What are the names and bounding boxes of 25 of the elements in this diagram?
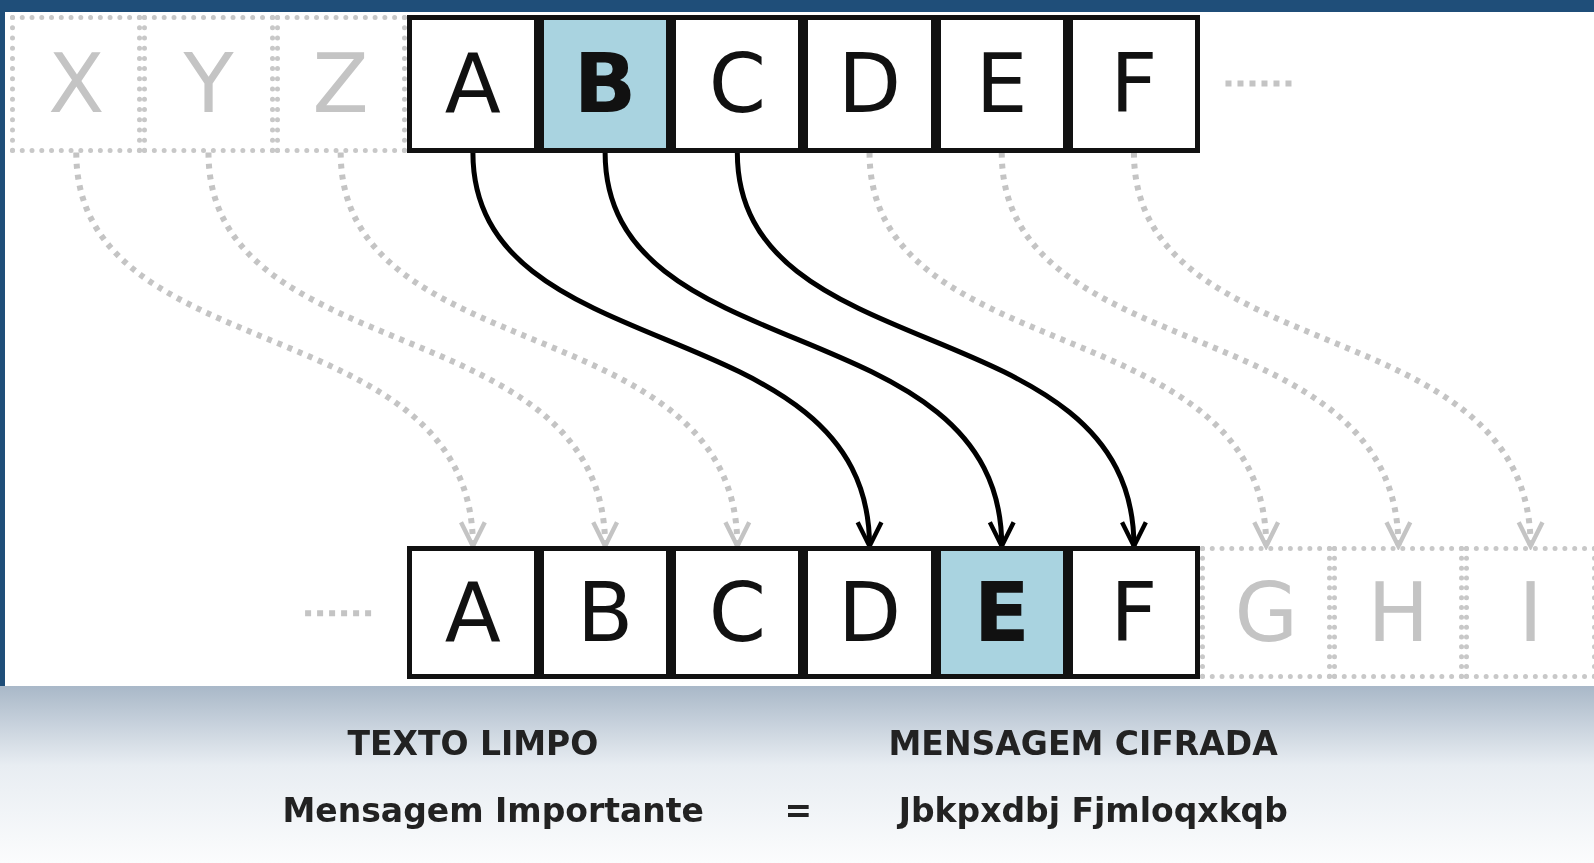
letter-box: B [539, 15, 672, 153]
letter-box: I [1464, 546, 1594, 680]
letter-box: E [935, 546, 1068, 680]
letter-box: D [803, 15, 936, 153]
letter-box: Y [142, 15, 275, 153]
letter-box: C [671, 546, 804, 680]
arrow [998, 152, 1409, 549]
arrow [1131, 152, 1542, 549]
letter-box: F [1067, 15, 1201, 153]
letter-box: D [803, 546, 936, 680]
letter-box: E [935, 15, 1068, 153]
plain-text: Mensagem Importante [282, 791, 704, 831]
letter-box: G [1200, 546, 1333, 680]
letter-box: A [406, 546, 539, 680]
arrow [866, 152, 1277, 549]
cipher-text: Jbkpxdbj Fjmloqxkqb [898, 791, 1288, 831]
letter-box: X [10, 15, 143, 153]
letter-box: F [1067, 546, 1201, 680]
letter-box: B [539, 546, 672, 680]
letter-box: A [406, 15, 539, 153]
letter-box: C [671, 15, 804, 153]
column-heading: TEXTO LIMPO [347, 724, 599, 764]
equals-sign: = [784, 791, 813, 831]
column-heading: MENSAGEM CIFRADA [888, 724, 1278, 764]
letter-box: H [1332, 546, 1465, 680]
